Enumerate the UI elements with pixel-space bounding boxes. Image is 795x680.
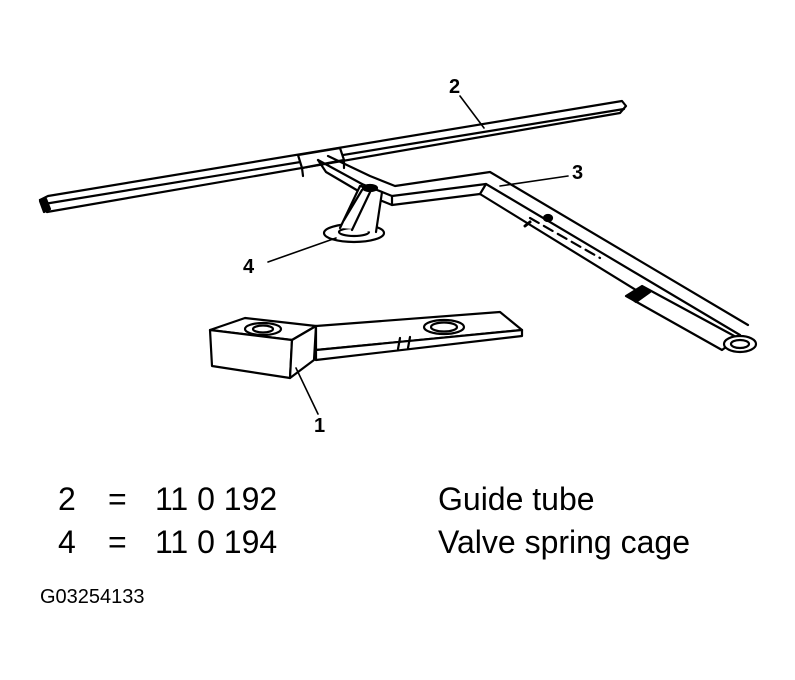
parts-legend: 2 = 11 0 192 Guide tube 4 = 11 0 194 Val…: [0, 478, 795, 564]
legend-number: 4: [58, 524, 76, 560]
legend-equals: =: [108, 524, 127, 560]
guide-tube: [38, 99, 628, 214]
tool-illustration: 2 3 4 1: [38, 76, 758, 437]
legend-part-number: 11 0 194: [155, 524, 278, 560]
legend-part-number: 11 0 192: [155, 481, 278, 517]
legend-description: Valve spring cage: [438, 524, 690, 560]
callout-2: 2: [449, 76, 460, 98]
legend-number: 2: [58, 481, 76, 517]
legend-description: Guide tube: [438, 481, 595, 517]
legend-row: 2 = 11 0 192 Guide tube: [0, 478, 795, 521]
callout-1: 1: [314, 415, 325, 437]
figure-code: G03254133: [40, 586, 145, 608]
legend-row: 4 = 11 0 194 Valve spring cage: [0, 521, 795, 564]
callout-4: 4: [243, 256, 255, 278]
base-block: [208, 310, 524, 380]
valve-spring-cage: [322, 183, 386, 244]
callout-3: 3: [572, 162, 583, 184]
legend-equals: =: [108, 481, 127, 517]
